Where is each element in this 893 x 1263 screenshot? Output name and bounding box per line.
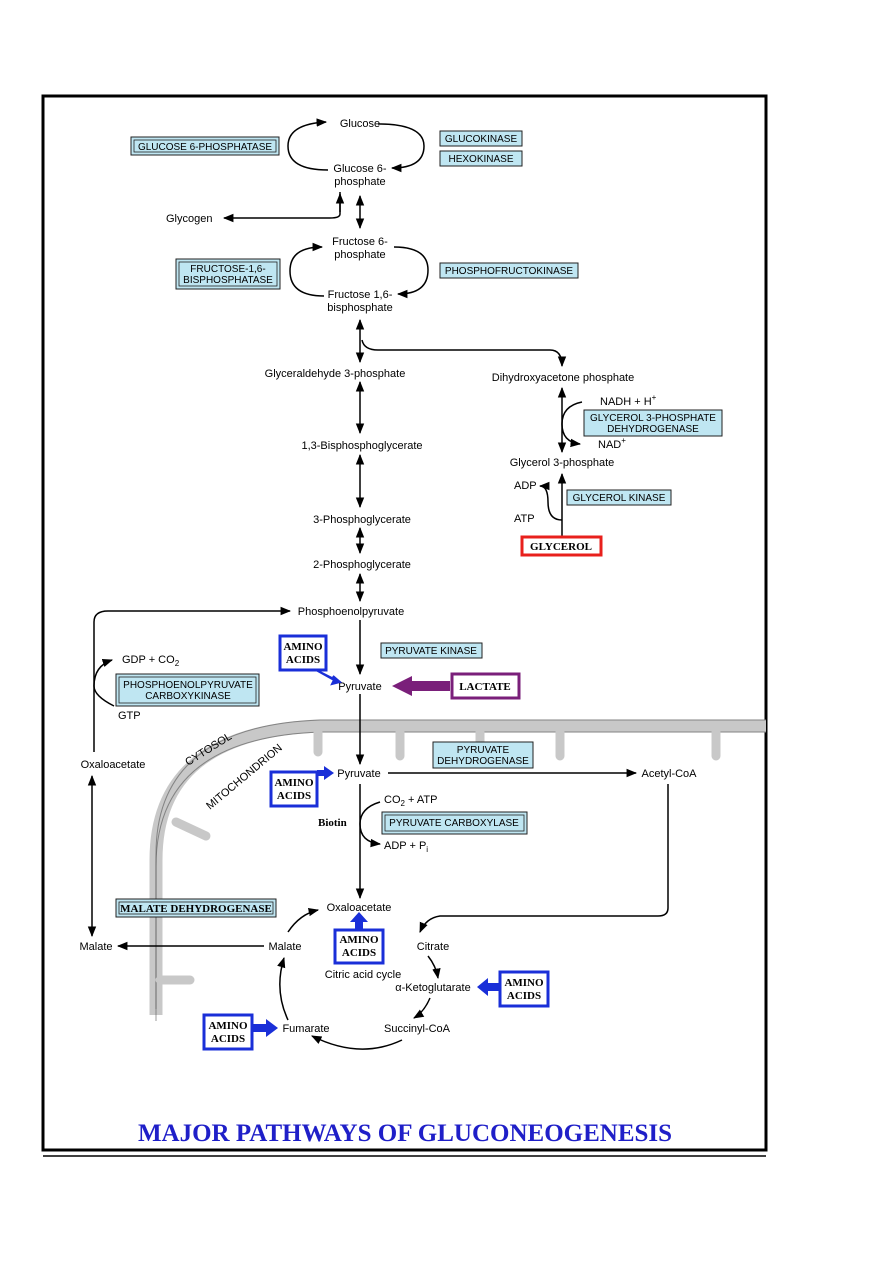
pfk-text: PHOSPHOFRUCTOKINASE bbox=[445, 266, 573, 277]
enzyme-hexokinase: HEXOKINASE bbox=[439, 150, 523, 167]
amino-acids-box-akg: AMINO ACIDS bbox=[477, 970, 550, 1008]
g6p-label-1: Glucose 6- bbox=[333, 163, 387, 175]
fbpase-text-1: FRUCTOSE-1,6- bbox=[190, 264, 265, 275]
malate-cytosol-label: Malate bbox=[79, 941, 112, 953]
amino-text: AMINO bbox=[504, 977, 544, 989]
pepck-text-1: PHOSPHOENOLPYRUVATE bbox=[123, 680, 253, 691]
enzyme-phosphofructokinase: PHOSPHOFRUCTOKINASE bbox=[439, 262, 579, 279]
enzyme-malate-dehydrogenase: MALATE DEHYDROGENASE bbox=[115, 898, 277, 918]
amino-arrow-cytosol bbox=[315, 669, 343, 686]
biotin-label: Biotin bbox=[318, 817, 347, 829]
lactate-box: LACTATE bbox=[392, 672, 521, 700]
amino-text: AMINO bbox=[283, 641, 323, 653]
page-frame bbox=[41, 94, 768, 1152]
mitochondrial-membrane bbox=[149, 719, 766, 1021]
f6p-label-2: phosphate bbox=[334, 249, 385, 261]
acids-text: ACIDS bbox=[507, 990, 541, 1002]
succinyl-coa-label: Succinyl-CoA bbox=[384, 1023, 451, 1035]
enzyme-glycerol-kinase: GLYCEROL KINASE bbox=[566, 489, 672, 506]
tca-cycle-label: Citric acid cycle bbox=[325, 969, 401, 981]
fbpase-text-2: BISPHOSPHATASE bbox=[183, 275, 273, 286]
acids-text: ACIDS bbox=[277, 790, 311, 802]
f16bp-label-1: Fructose 1,6- bbox=[328, 289, 393, 301]
pdh-text-1: PYRUVATE bbox=[457, 745, 510, 756]
amino-arrow-akg bbox=[477, 978, 500, 996]
lactate-arrow bbox=[392, 676, 450, 696]
amino-text: AMINO bbox=[208, 1020, 248, 1032]
glucose-label: Glucose bbox=[340, 118, 380, 130]
citrate-label: Citrate bbox=[417, 941, 449, 953]
enzyme-glucokinase: GLUCOKINASE bbox=[439, 130, 523, 147]
g3pdh-text-2: DEHYDROGENASE bbox=[607, 424, 699, 435]
g6p-label-2: phosphate bbox=[334, 176, 385, 188]
glycerol3p-label: Glycerol 3-phosphate bbox=[510, 457, 615, 469]
acids-text: ACIDS bbox=[211, 1033, 245, 1045]
hexokinase-text: HEXOKINASE bbox=[448, 154, 513, 165]
pg2-label: 2-Phosphoglycerate bbox=[313, 559, 411, 571]
pyruvate-kinase-text: PYRUVATE KINASE bbox=[385, 646, 477, 657]
mdh-text: MALATE DEHYDROGENASE bbox=[120, 903, 272, 915]
pyruvate-cytosol-label: Pyruvate bbox=[338, 681, 381, 693]
acids-text: ACIDS bbox=[286, 654, 320, 666]
enzyme-fructose-bisphosphatase: FRUCTOSE-1,6- BISPHOSPHATASE bbox=[175, 258, 281, 290]
atp-label: ATP bbox=[514, 513, 535, 525]
f6p-label-1: Fructose 6- bbox=[332, 236, 388, 248]
enzyme-pyruvate-carboxylase: PYRUVATE CARBOXYLASE bbox=[381, 811, 528, 835]
gdp-co2-label: GDP + CO2 bbox=[122, 654, 180, 668]
oaa-mito-label: Oxaloacetate bbox=[327, 902, 392, 914]
pc-text: PYRUVATE CARBOXYLASE bbox=[389, 818, 519, 829]
g3pdh-text-1: GLYCEROL 3-PHOSPHATE bbox=[590, 413, 716, 424]
pdh-text-2: DEHYDROGENASE bbox=[437, 756, 529, 767]
oaa-cytosol-label: Oxaloacetate bbox=[81, 759, 146, 771]
pg3-label: 3-Phosphoglycerate bbox=[313, 514, 411, 526]
enzyme-pyruvate-kinase: PYRUVATE KINASE bbox=[380, 642, 483, 659]
amino-acids-box-oaa: AMINO ACIDS bbox=[333, 912, 385, 965]
glycerol-box: GLYCEROL bbox=[520, 535, 603, 557]
dhap-label: Dihydroxyacetone phosphate bbox=[492, 372, 634, 384]
diagram-title: MAJOR PATHWAYS OF GLUCONEOGENESIS bbox=[138, 1120, 672, 1147]
substrate-inputs: GLYCEROL LACTATE AMINO ACIDS AMINO ACIDS… bbox=[202, 535, 603, 1051]
lactate-text: LACTATE bbox=[459, 681, 511, 693]
gap-label: Glyceraldehyde 3-phosphate bbox=[265, 368, 406, 380]
enzyme-glycerol-3-phosphate-dehydrogenase: GLYCEROL 3-PHOSPHATE DEHYDROGENASE bbox=[583, 409, 723, 437]
amino-arrow-fumarate bbox=[252, 1019, 278, 1037]
pathway-arrows bbox=[87, 118, 669, 1050]
enzyme-pyruvate-dehydrogenase: PYRUVATE DEHYDROGENASE bbox=[432, 741, 534, 769]
amino-arrow-mito bbox=[317, 766, 334, 780]
gtp-label: GTP bbox=[118, 710, 141, 722]
acids-text: ACIDS bbox=[342, 947, 376, 959]
f16bp-label-2: bisphosphate bbox=[327, 302, 392, 314]
fumarate-label: Fumarate bbox=[282, 1023, 329, 1035]
bpg-label: 1,3-Bisphosphoglycerate bbox=[301, 440, 422, 452]
adp-label: ADP bbox=[514, 480, 537, 492]
glycerol-text: GLYCEROL bbox=[530, 541, 592, 553]
amino-text: AMINO bbox=[339, 934, 379, 946]
g6pase-text: GLUCOSE 6-PHOSPHATASE bbox=[138, 142, 272, 153]
nad-label: NAD+ bbox=[598, 436, 626, 451]
amino-acids-box-cytosol: AMINO ACIDS bbox=[278, 634, 343, 686]
glycogen-label: Glycogen bbox=[166, 213, 212, 225]
akg-label: α-Ketoglutarate bbox=[395, 982, 470, 994]
acetylcoa-label: Acetyl-CoA bbox=[641, 768, 697, 780]
adp-pi-label: ADP + Pi bbox=[384, 840, 428, 854]
amino-acids-box-fumarate: AMINO ACIDS bbox=[202, 1013, 278, 1051]
glucokinase-text: GLUCOKINASE bbox=[445, 134, 518, 145]
glycerol-kinase-text: GLYCEROL KINASE bbox=[573, 493, 666, 504]
enzymes: GLUCOSE 6-PHOSPHATASE GLUCOKINASE HEXOKI… bbox=[115, 130, 723, 918]
co2-atp-label: CO2 + ATP bbox=[384, 794, 437, 808]
malate-mito-label: Malate bbox=[268, 941, 301, 953]
amino-acids-box-mito: AMINO ACIDS bbox=[269, 766, 334, 808]
enzyme-pepck: PHOSPHOENOLPYRUVATE CARBOXYKINASE bbox=[115, 673, 260, 707]
enzyme-glucose-6-phosphatase: GLUCOSE 6-PHOSPHATASE bbox=[130, 136, 280, 156]
nadh-label: NADH + H+ bbox=[600, 393, 657, 408]
pep-label: Phosphoenolpyruvate bbox=[298, 606, 404, 618]
metabolites: Glucose Glucose 6- phosphate Glycogen Fr… bbox=[79, 118, 697, 1035]
amino-arrow-oaa bbox=[350, 912, 368, 929]
pepck-text-2: CARBOXYKINASE bbox=[145, 691, 231, 702]
pyruvate-mito-label: Pyruvate bbox=[337, 768, 380, 780]
amino-text: AMINO bbox=[274, 777, 314, 789]
